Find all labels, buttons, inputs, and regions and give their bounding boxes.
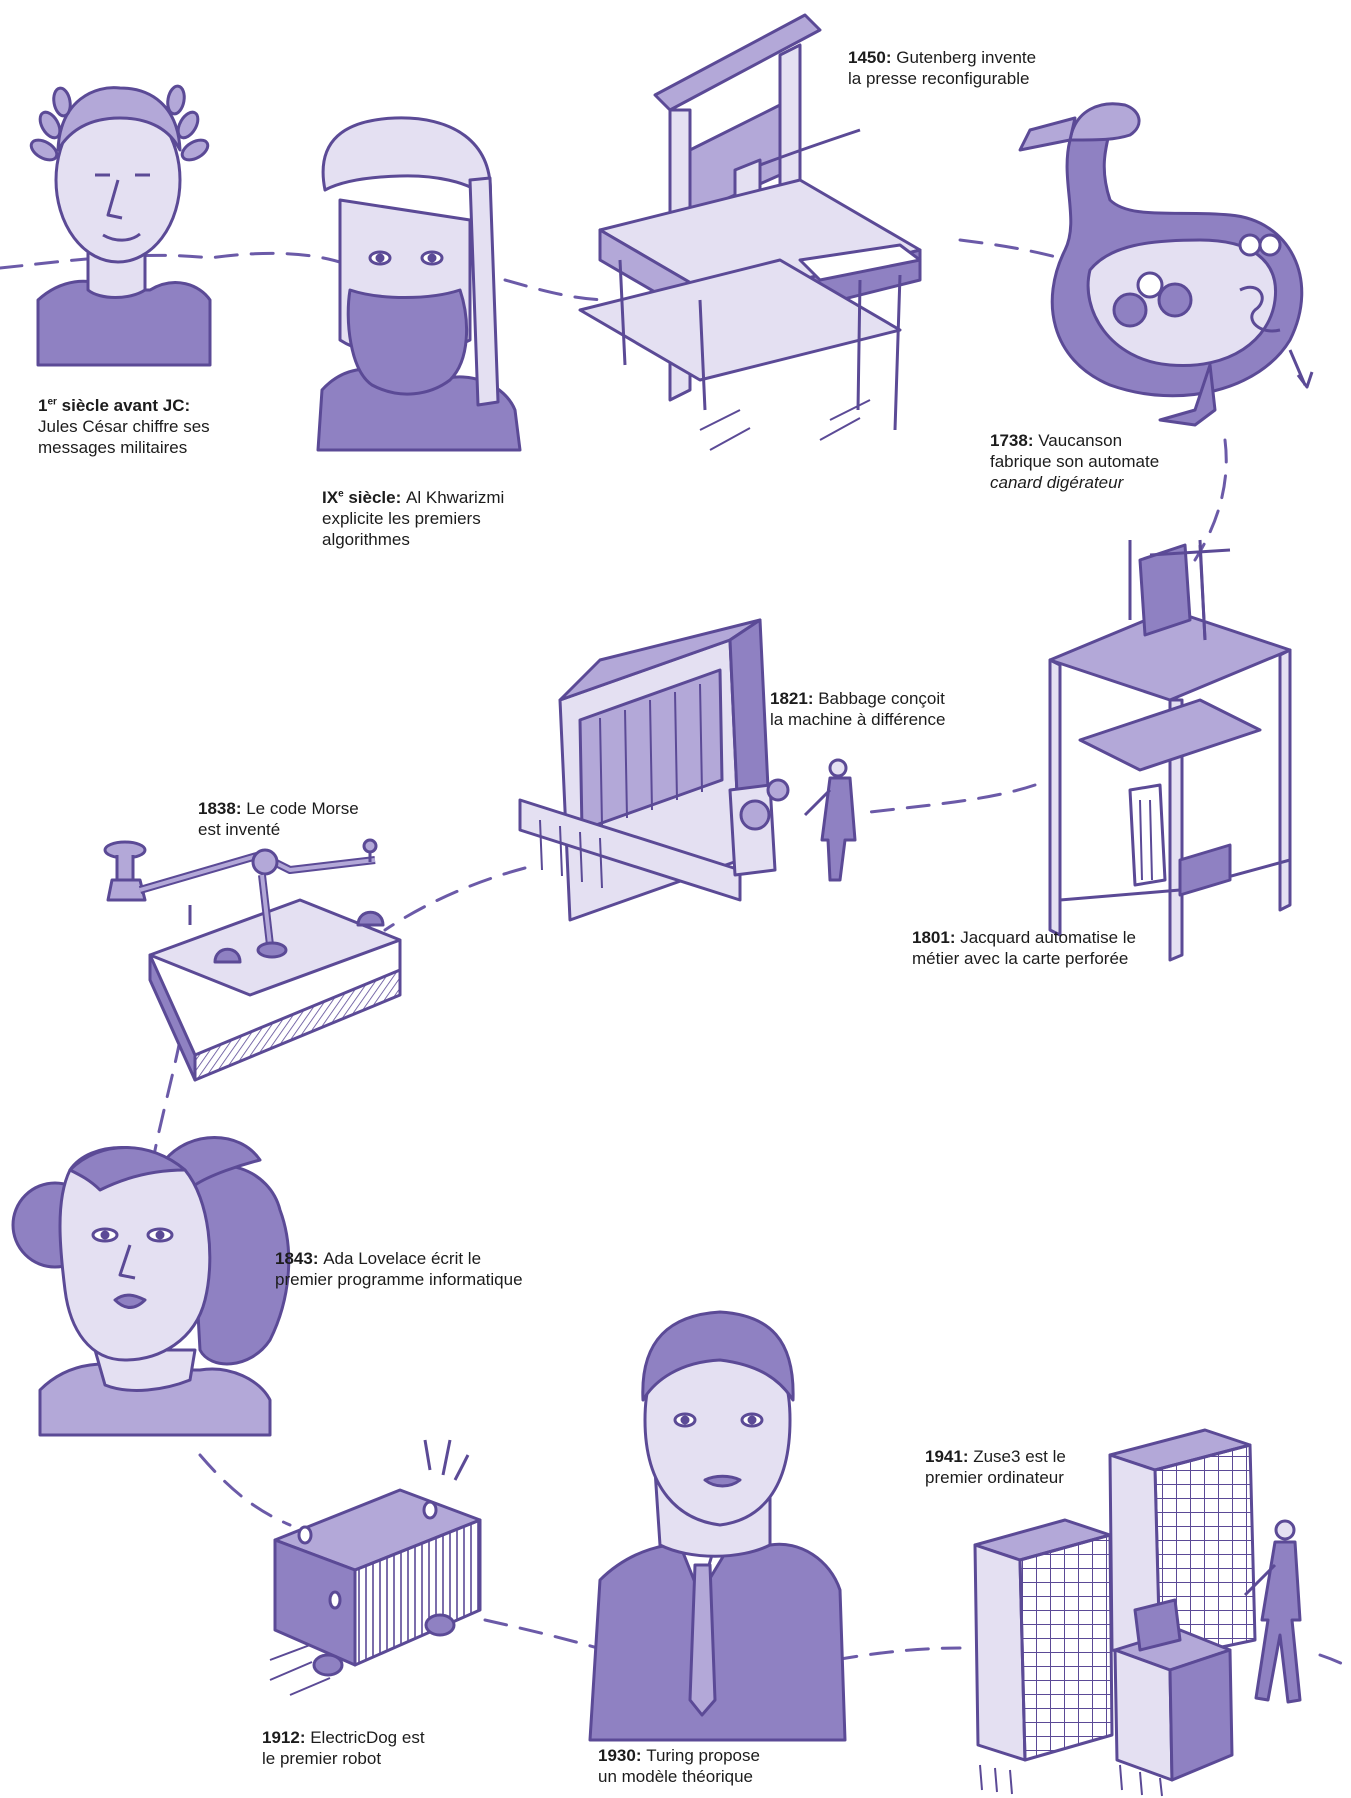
electric-dog-icon (269, 1439, 482, 1696)
event-caption-cesar: 1er siècle avant JC: Jules César chiffre … (38, 395, 298, 458)
caption-first-line: 1912: ElectricDog est (262, 1727, 482, 1748)
event-text: Zuse3 est le (973, 1447, 1066, 1466)
caption-first-line: IXe siècle: Al Khwarizmi (322, 487, 562, 508)
event-text: Ada Lovelace écrit le (323, 1249, 482, 1268)
caption-first-line: 1er siècle avant JC: (38, 395, 298, 416)
event-year: 1738: (990, 431, 1039, 450)
event-text: Jules César chiffre ses (38, 417, 210, 436)
event-text: Jacquard automatise le (960, 928, 1136, 947)
difference-engine-icon (518, 618, 857, 922)
event-text: algorithmes (322, 530, 410, 549)
event-text: Gutenberg invente (896, 48, 1037, 67)
caption-first-line: 1821: Babbage conçoit (770, 688, 1030, 709)
ada-lovelace-icon (11, 1136, 291, 1437)
caption-first-line: 1838: Le code Morse (198, 798, 418, 819)
event-text: un modèle théorique (598, 1767, 754, 1786)
operator-figure (1243, 1519, 1302, 1704)
telegraph-key-icon (103, 838, 402, 1082)
event-year: 1941: (925, 1447, 974, 1466)
caption-first-line: 1801: Jacquard automatise le (912, 927, 1212, 948)
man-figure (803, 758, 857, 882)
alan-turing-icon (588, 1310, 847, 1742)
event-text: Al Khwarizmi (406, 488, 505, 507)
event-year: 1838: (198, 799, 247, 818)
event-year: 1843: (275, 1249, 324, 1268)
event-text: Le code Morse (246, 799, 359, 818)
caption-first-line: 1450: Gutenberg invente (848, 47, 1108, 68)
event-text: Vaucanson (1038, 431, 1123, 450)
event-year: 1821: (770, 689, 819, 708)
event-year: 1450: (848, 48, 897, 67)
event-text: le premier robot (262, 1749, 382, 1768)
event-text: explicite les premiers (322, 509, 481, 528)
event-text: premier programme informatique (275, 1270, 523, 1289)
event-year: 1930: (598, 1746, 647, 1765)
event-text: Turing propose (646, 1746, 760, 1765)
printing-press-icon (578, 13, 922, 451)
event-text: messages militaires (38, 438, 188, 457)
event-text: fabrique son automate (990, 452, 1160, 471)
event-text: la presse reconfigurable (848, 69, 1030, 88)
event-text-italic: canard digérateur (990, 473, 1124, 492)
event-text: est inventé (198, 820, 281, 839)
caption-first-line: 1930: Turing propose (598, 1745, 838, 1766)
digesting-duck-icon (1018, 102, 1314, 427)
zuse3-computer-icon (973, 1428, 1302, 1797)
al-khwarizmi-icon (316, 116, 522, 452)
event-text: la machine à différence (770, 710, 946, 729)
event-text: Babbage conçoit (818, 689, 945, 708)
julius-caesar-icon (29, 84, 212, 367)
event-text: premier ordinateur (925, 1468, 1064, 1487)
event-year: 1er siècle avant JC: (38, 396, 191, 415)
event-text: métier avec la carte perforée (912, 949, 1129, 968)
event-year: 1912: (262, 1728, 311, 1747)
jacquard-loom-icon (1048, 539, 1292, 962)
caption-first-line: 1941: Zuse3 est le (925, 1446, 1145, 1467)
event-year: IXe siècle: (322, 488, 407, 507)
event-text: ElectricDog est (310, 1728, 425, 1747)
event-year: 1801: (912, 928, 961, 947)
caption-first-line: 1738: Vaucanson (990, 430, 1220, 451)
caption-first-line: 1843: Ada Lovelace écrit le (275, 1248, 615, 1269)
